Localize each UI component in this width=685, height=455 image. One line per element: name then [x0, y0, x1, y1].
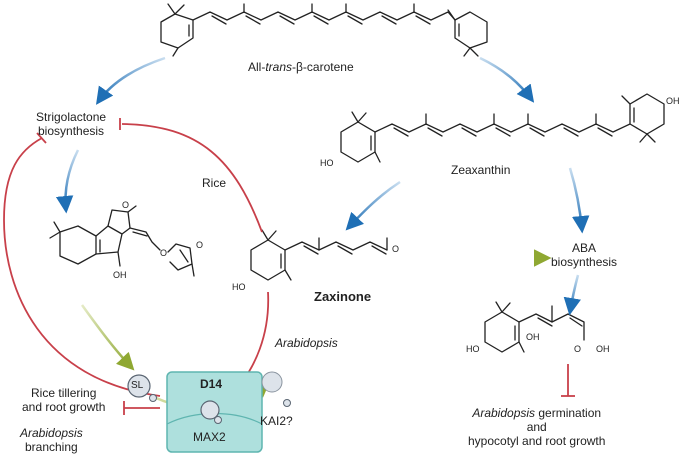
- germination-label: Arabidopsis germination and hypocotyl an…: [468, 406, 606, 448]
- chem-oh-1: OH: [113, 270, 127, 280]
- arrow-carotene-to-zeaxanthin: [479, 56, 535, 103]
- chem-oh-3: OH: [526, 332, 540, 342]
- kai2-label: KAI2?: [260, 414, 293, 428]
- arrow-carotene-to-strigolactone: [95, 56, 166, 105]
- rice-label: Rice: [202, 176, 227, 190]
- beta-carotene-structure: [160, 3, 488, 57]
- zaxinone-label: Zaxinone: [314, 289, 372, 304]
- sl-small-circle: [149, 394, 157, 402]
- aba-structure: [484, 301, 585, 353]
- kai2-small-circle: [283, 399, 291, 407]
- arrow-zeaxanthin-to-aba: [568, 167, 590, 234]
- d14-label: D14: [200, 377, 223, 391]
- d14-bound-circle: [200, 400, 220, 420]
- sl-ligand-circle: [127, 374, 151, 398]
- aba-biosynthesis-label: ABA biosynthesis: [551, 241, 618, 269]
- chem-o-2: O: [160, 248, 167, 258]
- chem-o-5: O: [574, 344, 581, 354]
- chem-oh-4: OH: [596, 344, 610, 354]
- inhibit-bar-biosynthesis: [36, 132, 47, 144]
- beta-carotene-label: All-trans-β-carotene: [248, 60, 354, 74]
- strigolactone-structure: [49, 205, 195, 277]
- chem-ho-2: HO: [232, 282, 246, 292]
- inhibit-signal-to-biosynthesis: [3, 137, 161, 397]
- chem-o-3: O: [196, 240, 203, 250]
- kai2-ligand-circle: [261, 371, 283, 393]
- strigolactone-biosynthesis-label: Strigolactone biosynthesis: [36, 110, 107, 138]
- chem-o-1: O: [122, 200, 129, 210]
- arrow-strigolactone-biosynthesis-to-sl: [55, 149, 80, 214]
- chem-ho-1: HO: [320, 158, 334, 168]
- d14-small-circle: [214, 416, 222, 424]
- arrow-sl-to-signalling: [80, 304, 135, 371]
- arabidopsis-branching-label: Arabidopsis branching: [20, 426, 83, 454]
- inhibit-zaxinone-to-strigolactone: [121, 123, 263, 233]
- zeaxanthin-structure: [340, 93, 665, 163]
- sl-ligand-label: SL: [131, 380, 144, 391]
- zeaxanthin-label: Zeaxanthin: [451, 163, 511, 177]
- chem-oh-2: OH: [666, 96, 680, 106]
- arrow-aba-biosynthesis-to-aba: [563, 274, 581, 316]
- arabidopsis-mid-label: Arabidopsis: [275, 336, 338, 350]
- zaxinone-structure: [250, 229, 388, 281]
- rice-tillering-label: Rice tillering and root growth: [22, 386, 106, 414]
- max2-label: MAX2: [193, 430, 226, 444]
- chem-o-4: O: [392, 244, 399, 254]
- arrow-zeaxanthin-to-zaxinone: [345, 180, 401, 231]
- chem-ho-3: HO: [466, 344, 480, 354]
